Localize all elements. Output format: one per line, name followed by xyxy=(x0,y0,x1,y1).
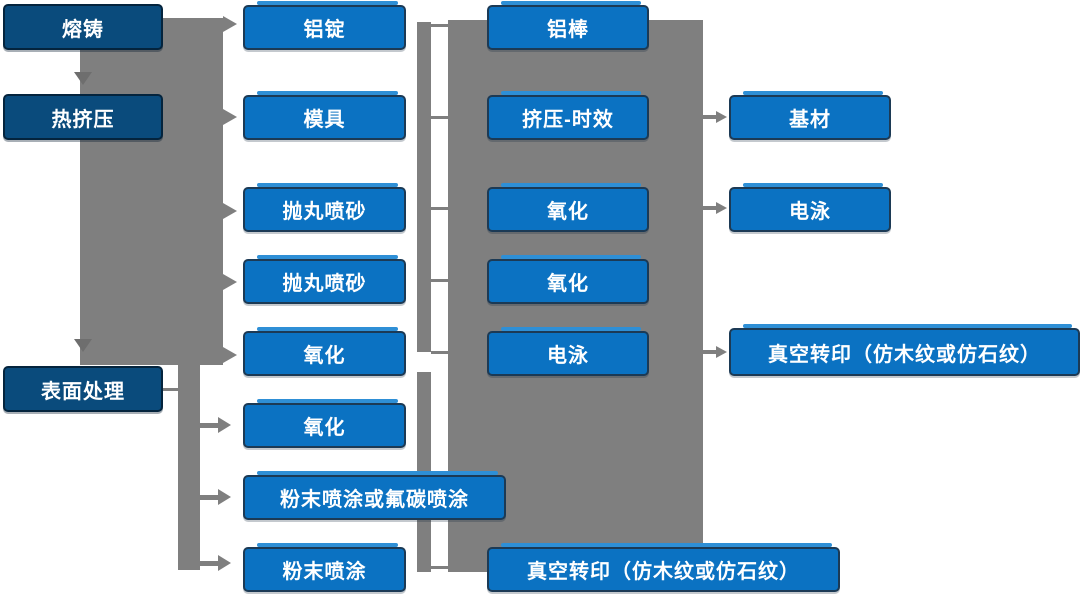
shaft-to-powder-coating xyxy=(200,561,218,566)
mid-tick-row3 xyxy=(431,207,448,210)
node-vacuum-transfer-2: 真空转印（仿木纹或仿石纹） xyxy=(729,324,1080,376)
node-label-shot-blasting-1: 抛丸喷砂 xyxy=(282,201,367,223)
node-label-oxidation-3: 氧化 xyxy=(547,201,589,223)
node-label-oxidation-1: 氧化 xyxy=(303,345,346,367)
node-label-electrophoresis-1: 电泳 xyxy=(547,345,589,367)
node-surface-treatment: 表面处理 xyxy=(3,366,163,412)
node-oxidation-2: 氧化 xyxy=(243,399,406,448)
mid-connector-bar-upper xyxy=(417,22,431,352)
surface-branch-bar xyxy=(178,350,200,570)
shaft-to-powder-fluorocarbon xyxy=(200,495,218,500)
node-label-oxidation-4: 氧化 xyxy=(547,273,589,295)
node-label-oxidation-2: 氧化 xyxy=(303,417,346,439)
arrowhead-to-electrophoresis-2 xyxy=(716,202,727,214)
node-aluminum-rod: 铝棒 xyxy=(487,1,649,50)
node-label-base-material: 基材 xyxy=(789,109,831,131)
node-label-aluminum-rod: 铝棒 xyxy=(547,19,589,41)
mid-tick-row4 xyxy=(431,279,448,282)
node-electrophoresis-2: 电泳 xyxy=(729,183,891,232)
node-hot-extrusion: 热挤压 xyxy=(3,94,163,140)
node-label-electrophoresis-2: 电泳 xyxy=(789,201,831,223)
node-label-powder-or-fluorocarbon-coating: 粉末喷涂或氟碳喷涂 xyxy=(280,489,469,511)
arrowhead-to-oxidation-2 xyxy=(218,417,231,433)
arrowhead-to-powder-fluorocarbon xyxy=(218,489,231,505)
node-oxidation-3: 氧化 xyxy=(487,183,649,232)
node-label-vacuum-transfer-1: 真空转印（仿木纹或仿石纹） xyxy=(527,561,800,583)
arrowhead-to-base-material xyxy=(716,111,727,123)
surface-treatment-stub xyxy=(162,388,178,391)
node-mold: 模具 xyxy=(243,91,406,140)
node-label-mold: 模具 xyxy=(303,109,346,131)
shaft-to-base-material xyxy=(703,115,716,119)
node-shot-blasting-1: 抛丸喷砂 xyxy=(243,183,406,232)
arrowhead-to-vacuum-transfer-2 xyxy=(716,346,727,358)
mid-tick-row5 xyxy=(431,351,448,354)
node-label-shot-blasting-2: 抛丸喷砂 xyxy=(282,273,367,295)
shaft-to-oxidation-2 xyxy=(200,423,218,428)
node-powder-coating: 粉末喷涂 xyxy=(243,543,406,592)
node-melt-casting: 熔铸 xyxy=(3,4,163,50)
node-label-extrusion-aging: 挤压-时效 xyxy=(522,109,614,131)
arrowhead-to-mold xyxy=(223,109,237,125)
arrowhead-to-oxidation-1 xyxy=(223,347,237,363)
shaft-to-electrophoresis-2 xyxy=(703,206,716,210)
node-label-vacuum-transfer-2: 真空转印（仿木纹或仿石纹） xyxy=(768,343,1041,366)
shaft-to-vacuum-transfer-2 xyxy=(703,350,716,354)
arrowhead-to-powder-coating xyxy=(218,555,231,571)
node-label-aluminum-ingot: 铝锭 xyxy=(303,19,346,41)
node-oxidation-4: 氧化 xyxy=(487,255,649,304)
mid-tick-row2 xyxy=(431,116,448,119)
node-shot-blasting-2: 抛丸喷砂 xyxy=(243,255,406,304)
arrowhead-down-to-surface-treatment xyxy=(74,339,92,352)
node-aluminum-ingot: 铝锭 xyxy=(243,1,406,50)
node-label-powder-coating: 粉末喷涂 xyxy=(282,561,367,583)
arrowhead-to-shot-blasting-2 xyxy=(223,274,237,290)
arrowhead-to-aluminum-ingot xyxy=(223,16,237,32)
node-extrusion-aging: 挤压-时效 xyxy=(487,91,649,140)
mid-tick-row1 xyxy=(431,24,448,27)
arrowhead-to-shot-blasting-1 xyxy=(223,203,237,219)
node-vacuum-transfer-1: 真空转印（仿木纹或仿石纹） xyxy=(487,543,840,592)
node-powder-or-fluorocarbon-coating: 粉末喷涂或氟碳喷涂 xyxy=(243,471,506,520)
node-electrophoresis-1: 电泳 xyxy=(487,327,649,376)
node-label-melt-casting: 熔铸 xyxy=(62,18,104,41)
arrowhead-down-to-hot-extrusion xyxy=(74,72,92,85)
mid-tick-row8 xyxy=(431,566,448,569)
flow-band-left xyxy=(80,18,223,365)
node-base-material: 基材 xyxy=(729,91,891,140)
node-oxidation-1: 氧化 xyxy=(243,327,406,376)
node-label-surface-treatment: 表面处理 xyxy=(41,380,125,403)
node-label-hot-extrusion: 热挤压 xyxy=(51,108,115,131)
